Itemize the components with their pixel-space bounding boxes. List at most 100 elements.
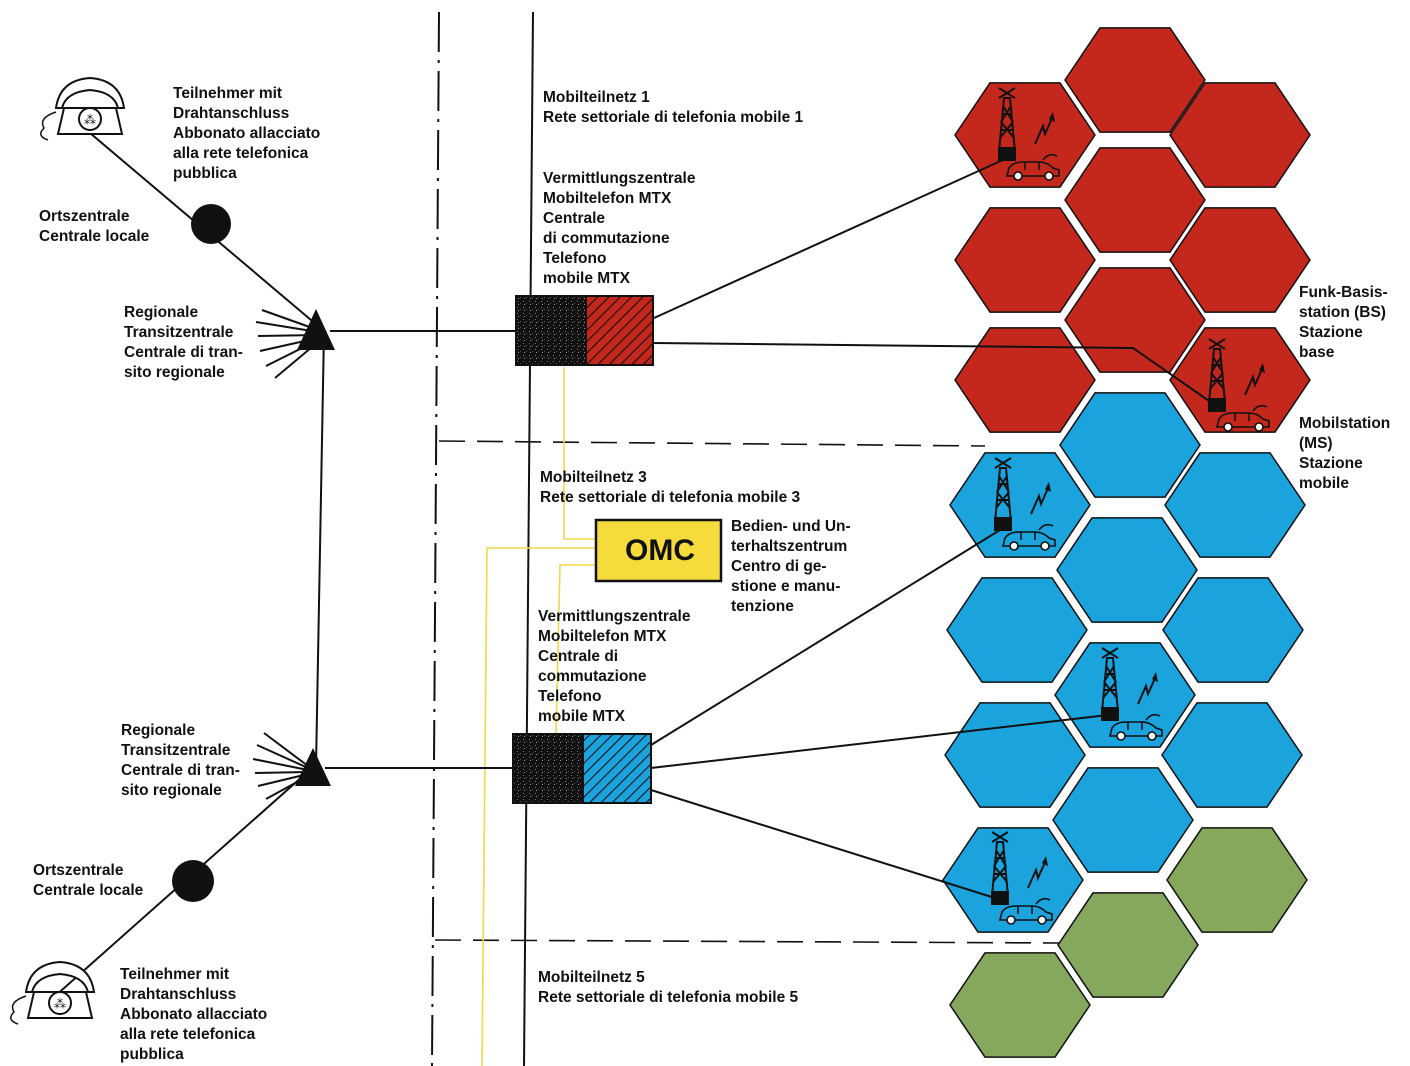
antenna-tower-icon — [993, 457, 1013, 531]
label-line: base — [1299, 344, 1335, 361]
label-line: (MS) — [1299, 435, 1333, 452]
car-icon — [1001, 523, 1056, 551]
label-line: Bedien- und Un- — [731, 518, 851, 535]
label-line: Ortszentrale — [33, 862, 124, 879]
car-icon — [998, 897, 1053, 925]
hex-cell-net1 — [1169, 207, 1311, 313]
base-station-label: Funk-Basis-station (BS) Stazione base — [1299, 283, 1388, 363]
label-line: Telefono — [538, 688, 602, 705]
antenna-tower-icon — [997, 87, 1017, 161]
label-line: Rete settoriale di telefonia mobile 5 — [538, 989, 799, 1006]
label-line: Stazione — [1299, 324, 1363, 341]
label-line: stione e manu- — [731, 578, 841, 595]
antenna-tower-icon — [1100, 647, 1120, 721]
hex-cell-net3 — [1054, 642, 1196, 748]
hex-cell-net3 — [949, 452, 1091, 558]
radio-signal-icon — [1027, 859, 1047, 889]
label-line: terhaltszentrum — [731, 538, 848, 555]
car-icon — [1005, 153, 1060, 181]
label-line: tenzione — [731, 598, 794, 615]
label-line: alla rete telefonica — [173, 145, 309, 162]
hex-cell-net1 — [1064, 27, 1206, 133]
hex-cell-net3 — [1164, 452, 1306, 558]
label-line: Vermittlungszentrale — [538, 608, 691, 625]
label-line: mobile — [1299, 475, 1349, 492]
label-line: Rete settoriale di telefonia mobile 1 — [543, 109, 804, 126]
exchange-node-icon — [191, 204, 231, 244]
base-station — [990, 831, 1053, 925]
base-station — [1207, 338, 1270, 432]
label-line: Centro di ge- — [731, 558, 827, 575]
base-station — [993, 457, 1056, 551]
omc-box — [594, 518, 723, 583]
label-line: Mobiltelefon MTX — [538, 628, 667, 645]
mtx-switch-top — [515, 295, 654, 366]
solid-boundary-line — [523, 11, 534, 1066]
car-icon — [1215, 404, 1270, 432]
label-line: Vermittlungszentrale — [543, 170, 696, 187]
hex-cell-net1 — [1169, 82, 1311, 188]
label-line: Centrale di tran- — [121, 762, 240, 779]
svg-text:⁂: ⁂ — [54, 997, 66, 1011]
subnet-divider-lower — [434, 939, 1061, 944]
label-line: Drahtanschluss — [120, 986, 237, 1003]
hex-cell-net1 — [954, 207, 1096, 313]
label-line: pubblica — [173, 165, 237, 182]
car-icon — [1108, 713, 1163, 741]
hex-cell-net5 — [949, 952, 1091, 1058]
label-line: Funk-Basis- — [1299, 284, 1388, 301]
label-line: Teilnehmer mit — [120, 966, 230, 983]
label-line: Abbonato allacciato — [120, 1006, 268, 1023]
label-line: Drahtanschluss — [173, 105, 290, 122]
label-line: Mobilteilnetz 3 — [540, 469, 647, 486]
label-line: Abbonato allacciato — [173, 125, 321, 142]
exchange-node-icon — [172, 860, 214, 902]
mtx-switch-bottom — [512, 733, 652, 804]
base-stations — [990, 87, 1270, 925]
hex-cell-net3 — [1056, 517, 1198, 623]
label-line: station (BS) — [1299, 304, 1386, 321]
radio-signal-icon — [1137, 675, 1157, 705]
label-line: mobile MTX — [538, 708, 625, 725]
hex-cell-net1 — [1064, 267, 1206, 373]
label-line: Telefono — [543, 250, 607, 267]
hex-cell-net3 — [1161, 702, 1303, 808]
radio-signal-icon — [1030, 485, 1050, 515]
omc-links — [481, 367, 596, 1066]
label-line: Transitzentrale — [124, 324, 234, 341]
label-line: Mobilteilnetz 1 — [543, 89, 650, 106]
telephone-icon: ⁂ — [10, 960, 96, 1025]
base-station — [1100, 647, 1163, 741]
label-line: pubblica — [120, 1046, 184, 1063]
label-line: Mobilstation — [1299, 415, 1391, 432]
label-line: sito regionale — [124, 364, 225, 381]
hex-cell-net3 — [1059, 392, 1201, 498]
transit-exchange-icon — [297, 309, 335, 350]
hex-cell-net3 — [946, 577, 1088, 683]
hex-cell-net3 — [1052, 767, 1194, 873]
dash-dot-boundary-line — [431, 11, 440, 1066]
antenna-tower-icon — [1207, 338, 1227, 412]
radio-signal-icon — [1034, 115, 1054, 145]
hex-cell-net1 — [954, 327, 1096, 433]
label-line: Centrale di — [538, 648, 619, 665]
network-links — [44, 121, 1213, 1006]
hex-cell-net5 — [1166, 827, 1308, 933]
omc-label: OMC — [625, 534, 695, 567]
label-line: Transitzentrale — [121, 742, 231, 759]
label-line: alla rete telefonica — [120, 1026, 256, 1043]
label-line: Centrale — [543, 210, 606, 227]
network-boundaries — [431, 11, 1061, 1066]
hex-cell-net3 — [944, 702, 1086, 808]
hex-cell-net1 — [1064, 147, 1206, 253]
